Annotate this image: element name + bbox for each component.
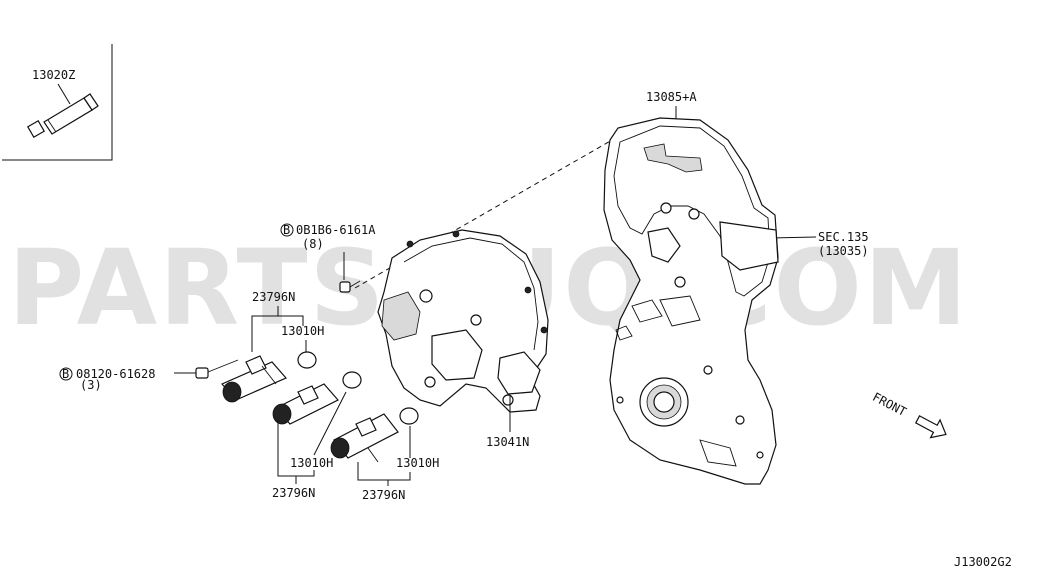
label-cover[interactable]: 13041N bbox=[486, 435, 529, 449]
diagram-code: J13002G2 bbox=[954, 555, 1012, 569]
valve-group-top: 23796N 13010H bbox=[221, 290, 324, 403]
solenoid-valve-bottom-icon bbox=[330, 413, 399, 463]
sealant-tube-icon bbox=[26, 93, 99, 139]
label-valve-bottom[interactable]: 23796N bbox=[362, 488, 405, 502]
section-callout: SEC.135 (13035) bbox=[769, 230, 869, 258]
upper-bolt-prefix: B bbox=[283, 223, 290, 237]
label-oring-mid[interactable]: 13010H bbox=[290, 456, 333, 470]
sealant-inset: 13020Z bbox=[2, 44, 113, 161]
label-gasket[interactable]: 13085+A bbox=[646, 90, 697, 104]
lower-bolt-prefix: B bbox=[62, 367, 69, 381]
label-bolt-lower-qty: (3) bbox=[80, 378, 102, 392]
solenoid-valve-mid-icon bbox=[272, 383, 339, 425]
oring-bottom-icon bbox=[399, 407, 419, 425]
label-oring-top[interactable]: 13010H bbox=[281, 324, 324, 338]
label-bolt-lower[interactable]: 08120-61628 bbox=[76, 367, 155, 381]
label-valve-mid[interactable]: 23796N bbox=[272, 486, 315, 500]
timing-chain-case bbox=[603, 117, 779, 485]
front-arrow-icon bbox=[914, 415, 947, 439]
valve-group-mid: 13010H 23796N bbox=[272, 371, 362, 500]
solenoid-valve-top-icon bbox=[221, 355, 287, 403]
front-cover bbox=[377, 229, 549, 413]
lower-bolt-callout: B 08120-61628 (3) bbox=[59, 359, 239, 392]
valve-group-bottom: 13010H 23796N bbox=[330, 407, 439, 502]
lower-bolt-icon bbox=[195, 359, 239, 379]
label-oring-bottom[interactable]: 13010H bbox=[396, 456, 439, 470]
upper-bolt-callout: B 0B1B6-6161A (8) bbox=[280, 223, 376, 293]
label-bolt-upper[interactable]: 0B1B6-6161A bbox=[296, 223, 376, 237]
label-valve-top[interactable]: 23796N bbox=[252, 290, 295, 304]
oring-mid-icon bbox=[342, 371, 362, 389]
oring-top-icon bbox=[297, 351, 317, 369]
label-bolt-upper-qty: (8) bbox=[302, 237, 324, 251]
label-section-ref[interactable]: SEC.135 bbox=[818, 230, 869, 244]
label-section-sub: (13035) bbox=[818, 244, 869, 258]
front-indicator: FRONT bbox=[870, 390, 947, 439]
cover-callout: 13041N bbox=[486, 396, 529, 449]
upper-bolt-icon bbox=[339, 280, 361, 293]
front-label: FRONT bbox=[870, 390, 908, 419]
label-sealant[interactable]: 13020Z bbox=[32, 68, 75, 82]
